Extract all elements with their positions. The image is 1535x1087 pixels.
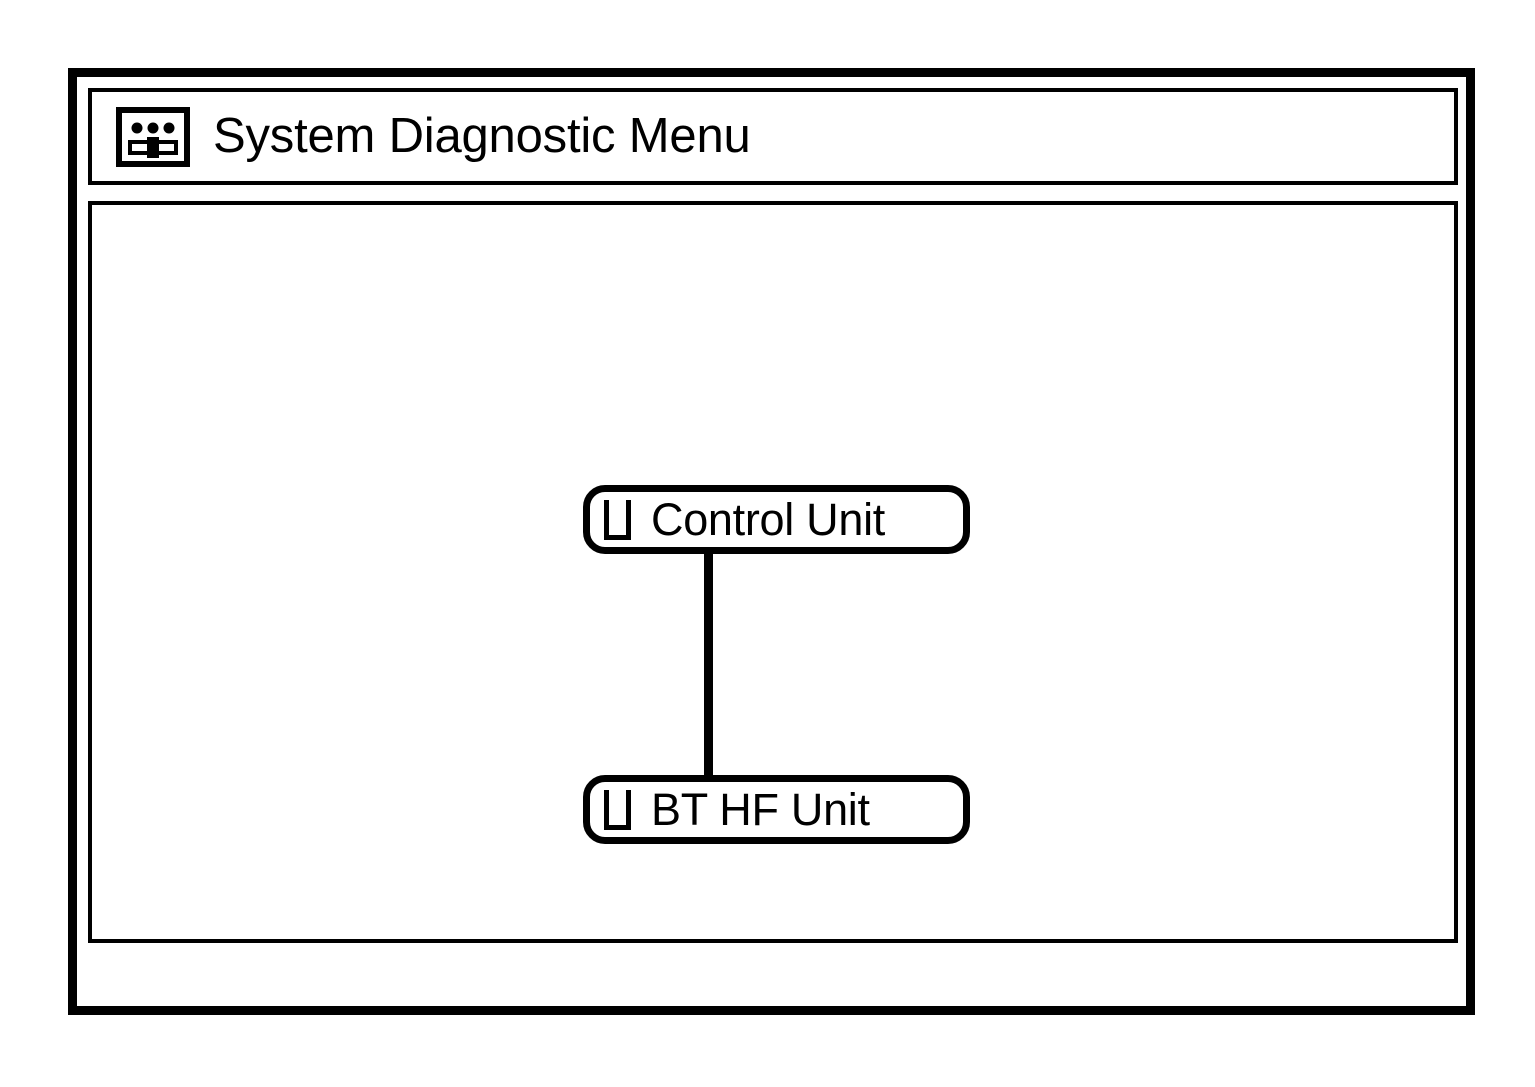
title-bar: System Diagnostic Menu: [88, 88, 1458, 185]
diagram-panel: Control Unit BT HF Unit: [88, 201, 1458, 943]
window-title: System Diagnostic Menu: [213, 109, 751, 163]
tree-node-label: Control Unit: [651, 494, 885, 545]
tree-node-label: BT HF Unit: [651, 784, 870, 835]
system-tree-diagram: Control Unit BT HF Unit: [92, 205, 1454, 939]
connector-control-unit-to-bt-hf-unit: [704, 547, 713, 783]
diagnostic-module-icon: [116, 106, 190, 167]
module-box-icon: [604, 789, 631, 830]
tree-node-bt-hf-unit[interactable]: BT HF Unit: [583, 775, 970, 844]
module-box-icon: [604, 499, 631, 540]
tree-node-control-unit[interactable]: Control Unit: [583, 485, 970, 554]
application-window: System Diagnostic Menu Control Unit BT H…: [68, 68, 1475, 1015]
